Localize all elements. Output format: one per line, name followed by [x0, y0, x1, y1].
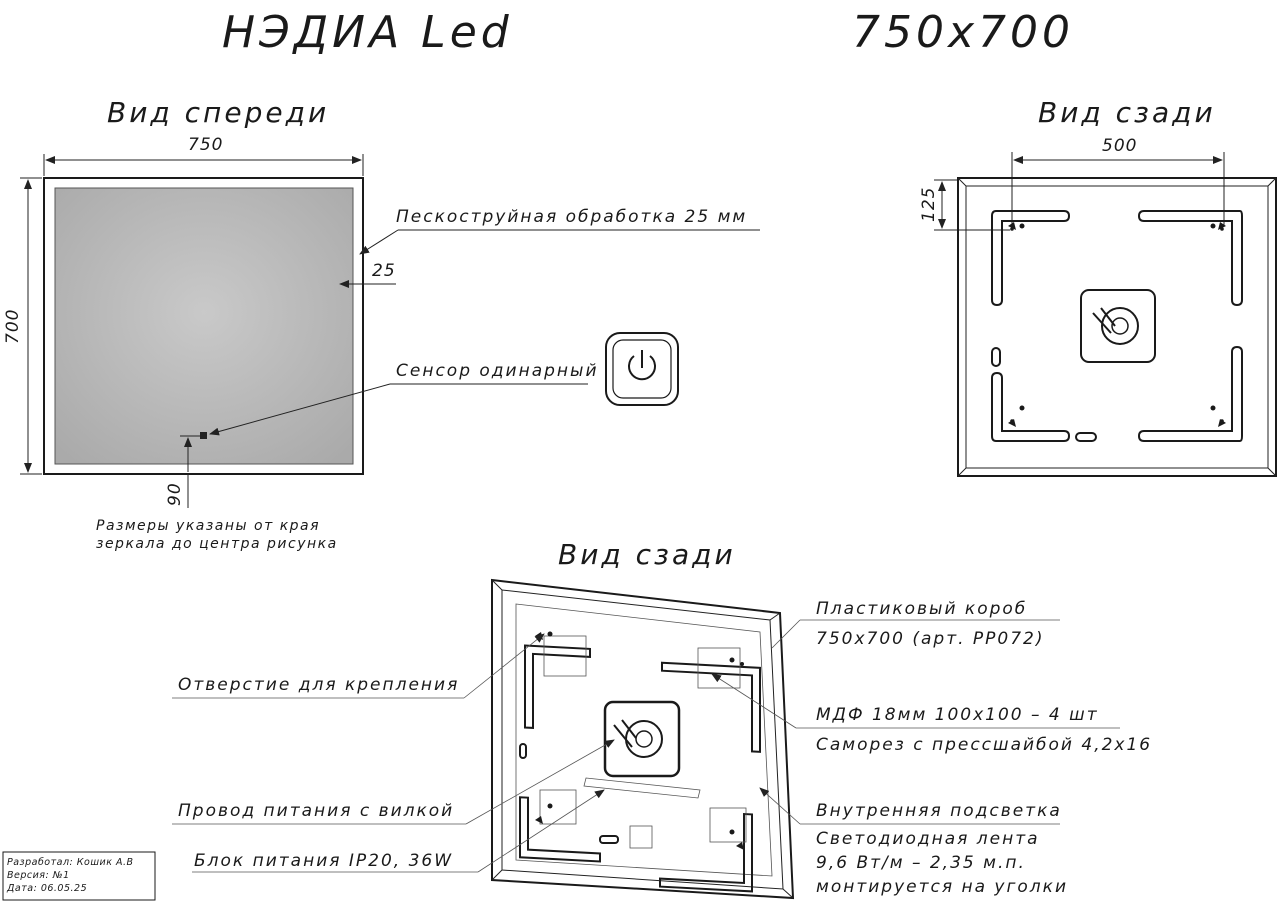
- back-width-dim: 500: [1102, 136, 1137, 156]
- back-view-bottom: Вид сзади: [172, 538, 1152, 900]
- version: Версия: №1: [7, 870, 70, 881]
- sandblast-label: Пескоструйная обработка 25 мм: [396, 207, 747, 227]
- power-unit-label: Блок питания IP20, 36W: [194, 851, 453, 871]
- screw-label: Саморез с прессшайбой 4,2x16: [816, 735, 1152, 755]
- front-height-dim: 700: [3, 309, 23, 344]
- sensor-offset-dim: 90: [165, 482, 185, 506]
- led-mount-label: монтируется на уголки: [816, 877, 1068, 897]
- product-size: 750x700: [852, 7, 1074, 58]
- date: Дата: 06.05.25: [6, 883, 87, 894]
- power-plug-icon: [1080, 289, 1156, 363]
- front-view: Вид спереди 750 700 Пескоструйная обрабо…: [3, 96, 760, 552]
- dimension-note-line2: зеркала до центра рисунка: [96, 536, 338, 552]
- inner-light-label: Внутренняя подсветка: [816, 801, 1062, 821]
- front-view-title: Вид спереди: [107, 96, 329, 129]
- plastic-box-label-2: 750x700 (арт. PP072): [816, 629, 1045, 649]
- product-title: НЭДИА Led: [222, 7, 513, 58]
- led-strip-label: Светодиодная лента: [816, 829, 1040, 849]
- plastic-box-label-1: Пластиковый короб: [816, 599, 1027, 619]
- sensor-label: Сенсор одинарный: [396, 361, 599, 381]
- developer: Разработал: Кошик А.В: [7, 857, 134, 868]
- dimension-note-line1: Размеры указаны от края: [96, 518, 320, 534]
- back-view-bottom-title: Вид сзади: [558, 538, 736, 571]
- mount-hole-label: Отверстие для крепления: [178, 675, 459, 695]
- front-width-dim: 750: [188, 135, 223, 155]
- title-block: Разработал: Кошик А.В Версия: №1 Дата: 0…: [2, 851, 156, 901]
- mdf-label: МДФ 18мм 100x100 – 4 шт: [816, 705, 1099, 725]
- back-view-top-title: Вид сзади: [1038, 96, 1216, 129]
- back-top-dim: 125: [919, 187, 939, 222]
- power-plug-icon-bottom: [603, 700, 681, 778]
- back-view-top: Вид сзади 500 125: [919, 96, 1277, 477]
- led-power-label: 9,6 Вт/м – 2,35 м.п.: [816, 853, 1026, 873]
- edge-width-dim: 25: [372, 261, 396, 281]
- power-sensor-icon: [605, 332, 679, 406]
- mirror-surface: [54, 187, 354, 465]
- power-cord-label: Провод питания с вилкой: [178, 801, 454, 821]
